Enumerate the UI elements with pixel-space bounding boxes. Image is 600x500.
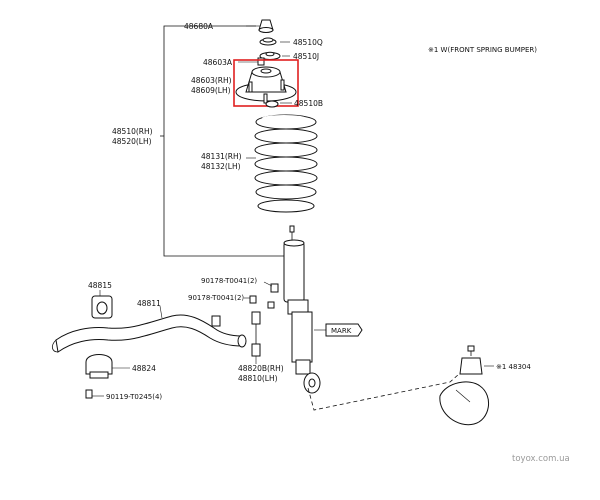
- callout-48304: ※1 48304: [496, 363, 531, 371]
- assembly-bracket: [163, 25, 292, 257]
- stabilizer-bar: [52, 314, 247, 353]
- callout-48820RH: 48820B(RH): [238, 364, 284, 373]
- callout-48603RH: 48603(RH): [191, 76, 232, 85]
- washer-48510Q: [259, 37, 277, 46]
- callout-48520LH: 48520(LH): [112, 137, 152, 146]
- lower-arm-fragment: [439, 381, 489, 426]
- shock-absorber: [283, 225, 321, 394]
- callout-48510Q: 48510Q: [293, 38, 323, 47]
- callout-48609LH: 48609(LH): [191, 86, 231, 95]
- callout-48131RH: 48131(RH): [201, 152, 242, 161]
- callout-48510B: 48510B: [294, 99, 323, 108]
- stabilizer-link: [251, 301, 275, 364]
- stabilizer-bushing: [91, 290, 113, 319]
- callout-48510RH: 48510(RH): [112, 127, 153, 136]
- upper-support-mount: [235, 66, 297, 104]
- spring-bumper-48304: [459, 345, 494, 375]
- callout-48680A: 48680A: [184, 22, 214, 31]
- mark-tag: MARK: [314, 323, 363, 337]
- cap-48680A: [258, 19, 274, 33]
- callout-48811: 48811: [137, 299, 161, 308]
- callout-48815: 48815: [88, 281, 112, 290]
- highlight-box: [233, 59, 299, 107]
- nut-48603A: [257, 57, 265, 66]
- bolt-90119: [85, 389, 104, 399]
- callout-48510J: 48510J: [293, 52, 319, 61]
- bumper-note: ※1 W(FRONT SPRING BUMPER): [428, 46, 537, 54]
- callout-48132LH: 48132(LH): [201, 162, 241, 171]
- callout-48810LH: 48810(LH): [238, 374, 278, 383]
- bushing-bracket: [85, 354, 130, 379]
- watermark: toyox.com.ua: [512, 454, 570, 464]
- callout-90119: 90119-T0245(4): [106, 393, 162, 401]
- insulator-48510B: [265, 100, 279, 108]
- nut-90178-upper: [263, 281, 279, 293]
- nut-90178-lower: [244, 295, 257, 304]
- callout-48603A: 48603A: [203, 58, 233, 67]
- mark-label: MARK: [331, 327, 352, 335]
- coil-spring: [254, 114, 318, 213]
- callout-90178-upper: 90178-T0041(2): [201, 277, 257, 285]
- dashed-link: [307, 365, 469, 411]
- callout-48824: 48824: [132, 364, 156, 373]
- callout-90178-lower: 90178-T0041(2): [188, 294, 244, 302]
